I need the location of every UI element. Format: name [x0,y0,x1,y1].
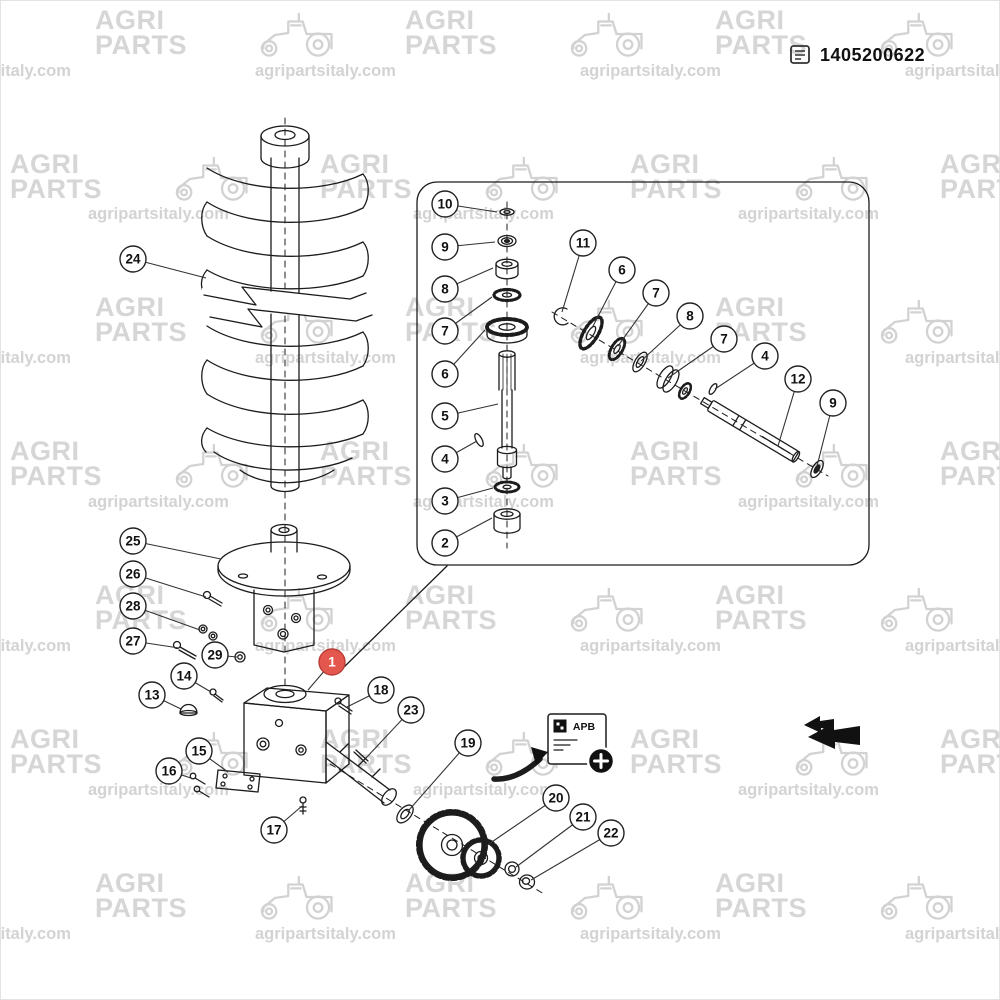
callout-5: 5 [431,402,499,430]
svg-text:29: 29 [207,648,222,663]
svg-text:7: 7 [652,286,660,301]
svg-text:18: 18 [373,683,389,698]
callout-21: 21 [515,803,597,868]
callout-3: 3 [431,487,494,515]
callout-14: 14 [170,662,212,693]
sticker-pointer-arrowhead [531,747,548,765]
callout-27: 27 [119,627,180,655]
part-number: 1405200622 [820,44,926,65]
plus-icon [586,746,616,776]
svg-text:2: 2 [441,536,449,551]
svg-text:3: 3 [441,494,449,509]
svg-text:12: 12 [790,372,805,387]
callout-12: 12 [777,365,812,447]
callout-9: 9 [816,389,847,467]
callout-19: 19 [408,729,482,811]
fastener-drawings [172,590,246,717]
catalog-icon [790,45,810,64]
svg-text:17: 17 [266,823,281,838]
auger-drawing [200,125,373,493]
svg-text:7: 7 [720,332,728,347]
callout-24: 24 [119,245,207,279]
callout-9: 9 [431,233,496,261]
plate-drawing [217,523,351,653]
svg-text:11: 11 [576,236,591,251]
callout-8: 8 [431,267,494,303]
svg-text:25: 25 [125,534,141,549]
callout-4: 4 [431,440,478,473]
svg-text:10: 10 [437,197,452,212]
svg-text:23: 23 [403,703,419,718]
cover-plate-drawing [189,769,261,798]
callout-28: 28 [119,592,201,631]
callout-25: 25 [119,527,222,560]
svg-text:21: 21 [575,810,591,825]
callout-18: 18 [346,676,395,708]
sticker-label: APB [573,721,596,733]
svg-text:5: 5 [441,409,449,424]
diagonal-shaft-drawing [551,307,829,479]
output-axis-centerline [329,763,545,895]
inset-box [340,181,870,671]
svg-text:27: 27 [125,634,140,649]
callout-11: 11 [561,229,597,313]
callout-16: 16 [155,757,195,785]
svg-text:9: 9 [829,396,837,411]
shaft-stack-drawing [474,201,529,549]
svg-text:8: 8 [686,309,694,324]
callout-7: 7 [617,279,670,347]
svg-text:14: 14 [176,669,192,684]
svg-text:6: 6 [618,263,626,278]
callout-10: 10 [431,190,498,218]
part-number-header: 1405200622 [788,44,925,66]
svg-text:16: 16 [161,764,177,779]
callout-26: 26 [119,560,207,598]
svg-text:15: 15 [191,744,207,759]
callout-1: 1 [307,648,346,691]
callout-15: 15 [185,737,229,773]
svg-text:1: 1 [328,655,336,670]
svg-text:7: 7 [441,324,449,339]
svg-text:26: 26 [125,567,141,582]
callout-8: 8 [640,302,704,362]
apb-sticker: APB [491,713,616,782]
sprocket-drawing [416,809,536,890]
direction-arrows-icon [804,716,860,749]
gearbox-drawing [243,684,397,815]
svg-text:19: 19 [460,736,475,751]
svg-text:13: 13 [144,688,160,703]
svg-text:4: 4 [761,349,769,364]
callout-17: 17 [260,805,303,844]
svg-text:24: 24 [125,252,141,267]
callout-4: 4 [714,342,779,390]
svg-text:28: 28 [125,599,141,614]
svg-text:6: 6 [441,367,449,382]
svg-text:4: 4 [441,452,449,467]
svg-text:20: 20 [548,791,563,806]
callout-7: 7 [667,325,738,379]
seal-ring-drawing [396,804,414,824]
callout-23: 23 [365,696,425,759]
callout-6: 6 [431,329,486,388]
callout-20: 20 [485,784,570,847]
callout-6: 6 [591,256,636,329]
callout-29: 29 [201,641,238,669]
callout-22: 22 [530,819,625,881]
callout-13: 13 [138,681,182,710]
callout-balloons: 2425262827291314118231516171920212210987… [119,190,847,881]
sticker-logo-mark [553,719,567,733]
svg-text:9: 9 [441,240,449,255]
callout-7: 7 [431,296,493,345]
sticker-pointer-arrow [491,756,543,782]
svg-text:22: 22 [603,826,618,841]
callout-2: 2 [431,517,493,557]
svg-text:8: 8 [441,282,449,297]
